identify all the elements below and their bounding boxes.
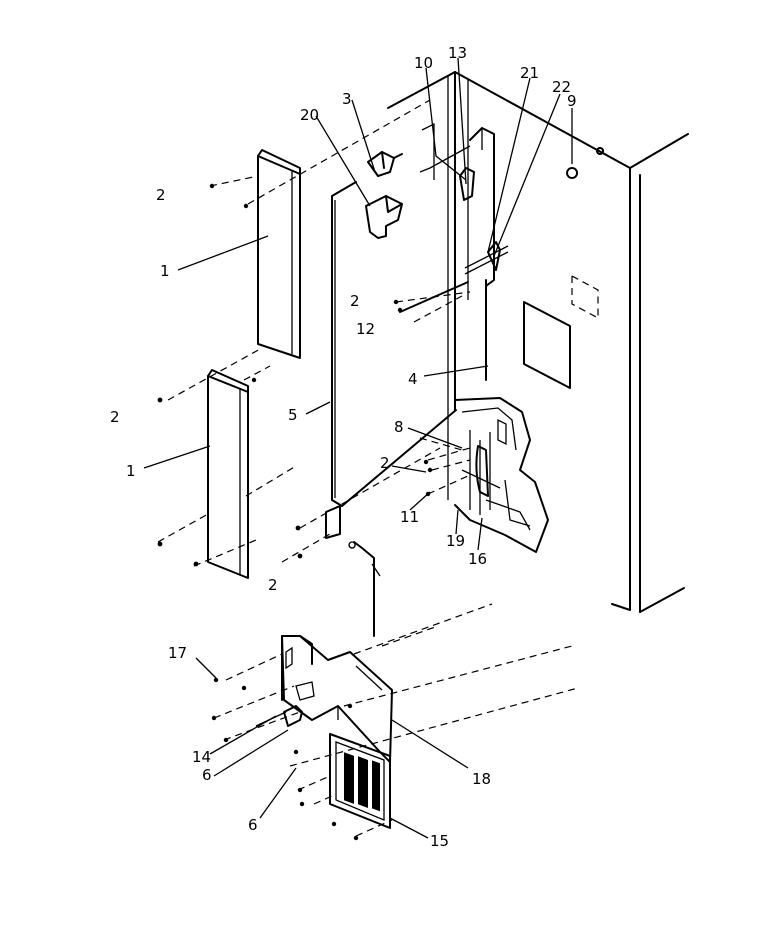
leader-lines [143,57,573,839]
callout-10: 10 [414,54,433,72]
callout-1-upper: 1 [160,262,170,280]
callout-18: 18 [472,770,491,788]
lower-corner-cutaway [454,397,549,553]
callout-19: 19 [446,532,465,550]
callout-20: 20 [300,106,319,124]
callout-2-right: 2 [380,454,390,472]
callout-2-middle: 2 [350,292,360,310]
lower-side-panel [207,369,249,579]
cabinet-back-wall [447,71,689,613]
grille-15 [329,733,391,829]
callout-15: 15 [430,832,449,850]
callout-5: 5 [288,406,298,424]
callout-13: 13 [448,44,467,62]
bottom-bracket-wire [325,505,381,637]
callout-2-left: 2 [110,408,120,426]
alignment-lines [157,99,579,837]
callout-3: 3 [342,90,352,108]
callout-2-bottom: 2 [268,576,278,594]
callout-6-lower: 6 [248,816,258,834]
vertical-rail [399,122,605,381]
back-wall-labels [523,274,599,389]
rear-panel-5 [331,71,457,507]
callout-9: 9 [567,92,577,110]
hinge-part-20 [365,195,403,239]
callout-11: 11 [400,508,419,526]
upper-side-panel [257,149,301,359]
callout-22: 22 [552,78,571,96]
callout-16: 16 [468,550,487,568]
callout-4: 4 [408,370,418,388]
part-callouts: 1 1 2 2 2 2 2 3 4 5 6 6 8 9 10 11 12 13 … [110,44,577,850]
callout-17: 17 [168,644,187,662]
callout-21: 21 [520,64,539,82]
callout-6-upper: 6 [202,766,212,784]
callout-1-lower: 1 [126,462,136,480]
hinge-part-3 [367,151,403,177]
callout-12: 12 [356,320,375,338]
callout-8: 8 [394,418,404,436]
callout-2-top: 2 [156,186,166,204]
screw-dots [157,183,433,841]
callout-14: 14 [192,748,211,766]
